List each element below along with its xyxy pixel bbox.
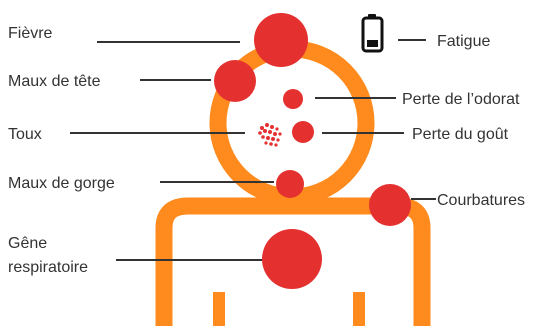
label-fievre: Fièvre <box>8 25 53 42</box>
label-perte-gout: Perte du goût <box>412 126 509 143</box>
dot-courbatures <box>369 184 411 226</box>
label-courbatures: Courbatures <box>437 192 525 209</box>
dot-perte-gout <box>292 121 314 143</box>
dot-fievre <box>254 13 308 67</box>
label-maux-de-tete: Maux de tête <box>8 73 101 90</box>
label-perte-odorat: Perte de l’odorat <box>402 91 520 108</box>
battery-low-icon <box>363 14 382 51</box>
label-gene-respiratoire-line2: respiratoire <box>8 259 88 276</box>
virus-droplets-icon <box>258 123 281 147</box>
label-gene-respiratoire-line1: Gêne <box>8 235 47 252</box>
dot-perte-odorat <box>283 89 303 109</box>
label-fatigue: Fatigue <box>437 33 490 50</box>
dot-gene-respiratoire <box>262 229 322 289</box>
dot-maux-de-gorge <box>276 170 304 198</box>
label-maux-de-gorge: Maux de gorge <box>8 175 115 192</box>
dot-maux-de-tete <box>214 60 256 102</box>
label-toux: Toux <box>8 126 42 143</box>
